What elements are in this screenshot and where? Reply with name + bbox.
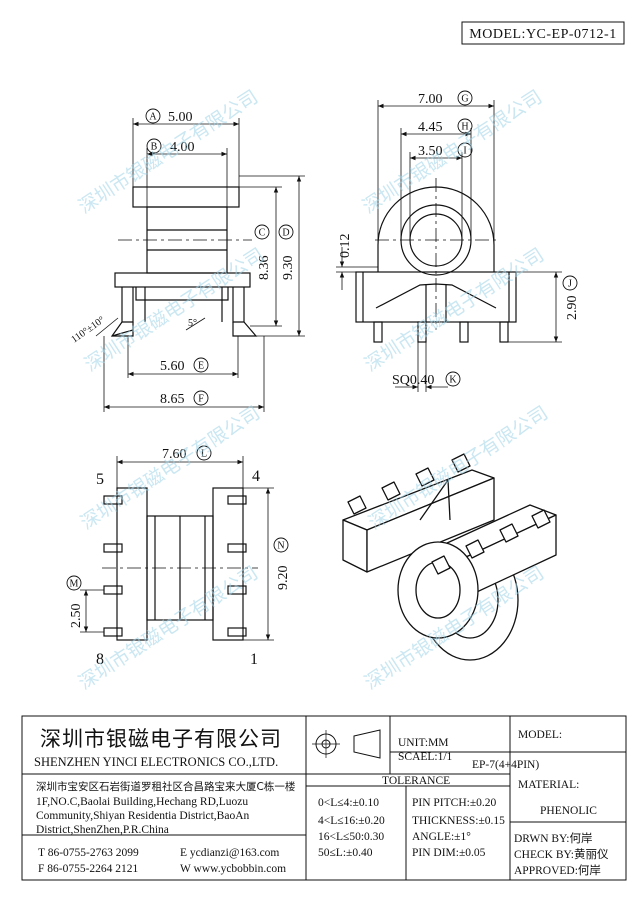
dim-f-letter: F <box>198 394 204 405</box>
dim-i-letter: I <box>463 146 466 157</box>
dim-e-letter: E <box>198 361 204 372</box>
company-tel: T 86-0755-2763 2099 <box>38 847 139 859</box>
approved-by: APPROVED:何岸 <box>514 864 601 877</box>
watermark-5: 深圳市银磁电子有限公司 <box>77 402 264 534</box>
angle-5-label: 5° <box>188 318 197 329</box>
side-view-labels: 7.00 G 4.45 H 3.50 I 0.12 2.90 J SQ0.40 … <box>338 90 580 388</box>
dim-c-value: 8.36 <box>257 256 272 281</box>
dim-l-value: 7.60 <box>162 447 187 462</box>
dim-gap-value: 0.12 <box>338 234 353 259</box>
dim-b-value: 4.00 <box>170 140 195 155</box>
bottom-view-dims <box>80 456 274 641</box>
watermark-1: 深圳市银磁电子有限公司 <box>75 86 262 218</box>
company-address-en-2: Community,Shiyan Residentia District,Bao… <box>36 810 250 822</box>
tolerance-row-4: 50≤L:±0.40 <box>318 847 373 859</box>
dim-d-letter: D <box>282 228 289 239</box>
check-by: CHECK BY:黄丽仪 <box>514 847 609 861</box>
angle-110-label: 110°±10° <box>69 315 107 346</box>
dim-m-letter: M <box>70 579 79 590</box>
pin-8-label: 8 <box>96 651 104 668</box>
company-address-en-1: 1F,NO.C,Baolai Building,Hechang RD,Luozu <box>36 796 248 808</box>
header-model-text: MODEL:YC-EP-0712-1 <box>469 27 616 42</box>
dim-j-letter: J <box>568 279 572 290</box>
watermark-3: 深圳市银磁电子有限公司 <box>81 244 268 376</box>
pin-5-label: 5 <box>96 471 104 488</box>
dim-h-letter: H <box>461 122 468 133</box>
tolerance-row-2: 4<L≤16:±0.20 <box>318 815 385 827</box>
header-model-box: MODEL:YC-EP-0712-1 <box>461 21 625 45</box>
pin-4-label: 4 <box>252 468 260 485</box>
title-block <box>21 715 627 881</box>
company-address-cn: 深圳市宝安区石岩街道罗租社区合昌路宝来大厦C栋一楼 <box>36 780 296 793</box>
model-label: MODEL: <box>518 729 562 741</box>
dim-c-letter: C <box>259 228 266 239</box>
material-label: MATERIAL: <box>518 779 579 791</box>
pin-1-label: 1 <box>250 651 258 668</box>
pin-tolerance-row-1: PIN PITCH:±0.20 <box>412 797 497 809</box>
tolerance-label: TOLERANCE <box>382 775 450 787</box>
material-value: PHENOLIC <box>540 805 597 817</box>
dim-l-letter: L <box>201 449 207 460</box>
watermark-4: 深圳市银磁电子有限公司 <box>361 244 548 376</box>
tolerance-row-1: 0<L≤4:±0.10 <box>318 797 379 809</box>
dim-m-value: 2.50 <box>69 604 84 629</box>
dim-i-value: 3.50 <box>418 144 443 159</box>
company-name-cn: 深圳市银磁电子有限公司 <box>40 727 282 751</box>
tolerance-row-3: 16<L≤50:0.30 <box>318 831 384 843</box>
dim-n-value: 9.20 <box>276 566 291 591</box>
bottom-view <box>102 487 258 641</box>
scale-label: SCAEL:1/1 <box>398 751 453 763</box>
company-name-en: SHENZHEN YINCI ELECTRONICS CO.,LTD. <box>34 755 278 769</box>
isometric-view <box>342 453 557 661</box>
dim-n-letter: N <box>277 541 284 552</box>
dim-d-value: 9.30 <box>281 256 296 281</box>
dim-f-value: 8.65 <box>160 392 185 407</box>
company-web: W www.ycbobbin.com <box>180 863 286 875</box>
front-view <box>110 186 258 337</box>
model-value: EP-7(4+4PIN) <box>472 759 539 771</box>
company-address-en-3: District,ShenZhen,P.R.China <box>36 824 169 836</box>
dim-k-value: SQ0.40 <box>392 373 434 388</box>
pin-tolerance-row-2: THICKNESS:±0.15 <box>412 815 505 827</box>
pin-tolerance-row-3: ANGLE:±1° <box>412 831 471 843</box>
dim-b-letter: B <box>151 142 158 153</box>
dim-e-value: 5.60 <box>160 359 185 374</box>
pin-tolerance-row-4: PIN DIM:±0.05 <box>412 847 486 859</box>
bottom-view-labels: 7.60 L 9.20 N 2.50 M 5 4 8 1 <box>66 445 291 668</box>
unit-label: UNIT:MM <box>398 737 449 749</box>
dim-g-value: 7.00 <box>418 92 443 107</box>
company-fax: F 86-0755-2264 2121 <box>38 863 139 875</box>
dim-k-letter: K <box>449 375 457 386</box>
dim-a-value: 5.00 <box>168 110 193 125</box>
title-block-text: 深圳市银磁电子有限公司 SHENZHEN YINCI ELECTRONICS C… <box>34 727 609 877</box>
watermark-layer: 深圳市银磁电子有限公司 深圳市银磁电子有限公司 深圳市银磁电子有限公司 深圳市银… <box>75 86 552 694</box>
front-view-dims <box>95 118 305 412</box>
dim-g-letter: G <box>461 94 468 105</box>
side-view-dims <box>336 100 562 392</box>
dim-j-value: 2.90 <box>565 296 580 321</box>
company-email: E ycdianzi@163.com <box>180 847 279 859</box>
drawn-by: DRWN BY:何岸 <box>514 832 593 845</box>
dim-h-value: 4.45 <box>418 120 443 135</box>
dim-a-letter: A <box>149 112 157 123</box>
